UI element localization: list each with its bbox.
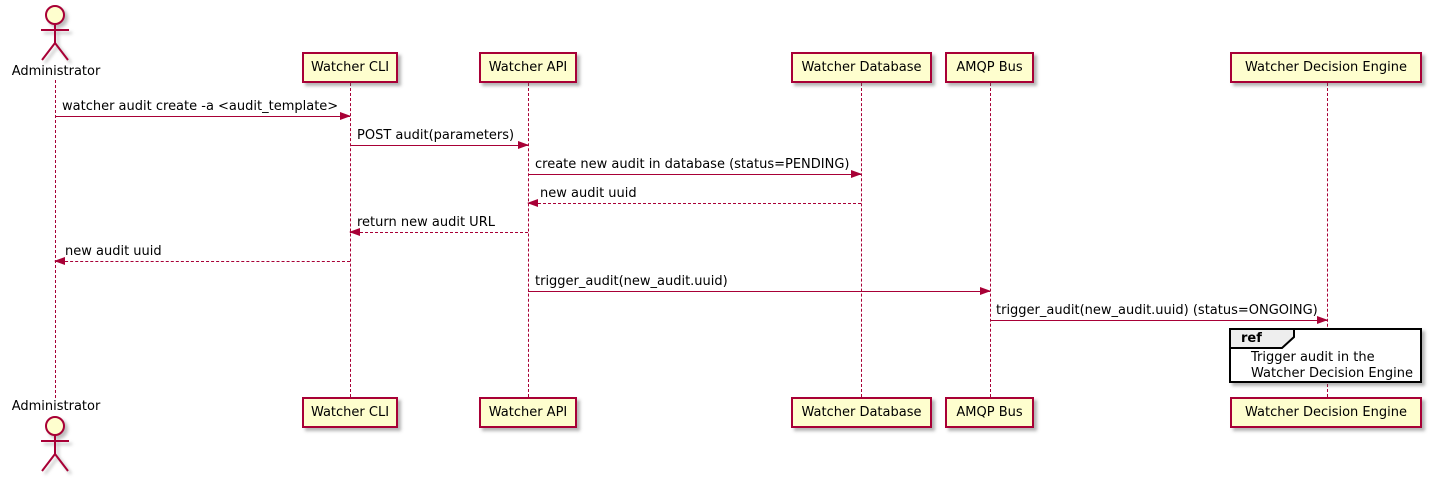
participant-watcher-decision-engine-top: Watcher Decision Engine (1230, 52, 1422, 83)
participant-watcher-cli-bottom: Watcher CLI (302, 397, 398, 428)
actor-label-administrator-bottom: Administrator (11, 399, 101, 414)
ref-text: Trigger audit in the Watcher Decision En… (1251, 350, 1413, 382)
arrowhead-right-icon (1317, 316, 1328, 324)
arrowhead-right-icon (851, 170, 862, 178)
ref-text-line-2: Watcher Decision Engine (1251, 366, 1413, 381)
message-label-7: trigger_audit(new_audit.uuid) (535, 274, 728, 289)
lifeline-watcher-database (861, 83, 862, 397)
participant-amqp-bus-top: AMQP Bus (945, 52, 1034, 83)
ref-tag-pentagon-icon (1229, 328, 1295, 349)
arrowhead-right-icon (518, 141, 529, 149)
ref-text-line-1: Trigger audit in the (1251, 350, 1375, 365)
lifeline-amqp-bus (990, 83, 991, 397)
message-label-8: trigger_audit(new_audit.uuid) (status=ON… (996, 303, 1318, 318)
arrowhead-right-icon (340, 112, 351, 120)
ref-keyword: ref (1241, 331, 1262, 346)
message-label-5: return new audit URL (357, 215, 495, 230)
participant-watcher-api-top: Watcher API (479, 52, 577, 83)
message-label-3: create new audit in database (status=PEN… (535, 157, 850, 172)
message-label-2: POST audit(parameters) (357, 128, 515, 143)
participant-watcher-cli-top: Watcher CLI (302, 52, 398, 83)
arrowhead-left-icon (527, 199, 538, 207)
administrator-actor-icon (41, 5, 69, 61)
participant-watcher-database-bottom: Watcher Database (791, 397, 932, 428)
administrator-actor-icon (41, 416, 69, 472)
message-label-4: new audit uuid (540, 186, 637, 201)
lifeline-watcher-cli (350, 83, 351, 397)
participant-amqp-bus-bottom: AMQP Bus (945, 397, 1034, 428)
participant-watcher-database-top: Watcher Database (791, 52, 932, 83)
message-label-1: watcher audit create -a <audit_template> (62, 99, 339, 114)
ref-fragment: ref Trigger audit in the Watcher Decisio… (1229, 328, 1422, 383)
actor-label-administrator-top: Administrator (11, 64, 101, 79)
lifeline-administrator (55, 80, 56, 398)
lifeline-watcher-decision-engine (1327, 83, 1328, 397)
arrowhead-left-icon (54, 257, 65, 265)
message-label-6: new audit uuid (65, 244, 162, 259)
participant-watcher-api-bottom: Watcher API (479, 397, 577, 428)
lifeline-watcher-api (528, 83, 529, 397)
participant-watcher-decision-engine-bottom: Watcher Decision Engine (1230, 397, 1422, 428)
arrowhead-left-icon (349, 228, 360, 236)
arrowhead-right-icon (980, 287, 991, 295)
